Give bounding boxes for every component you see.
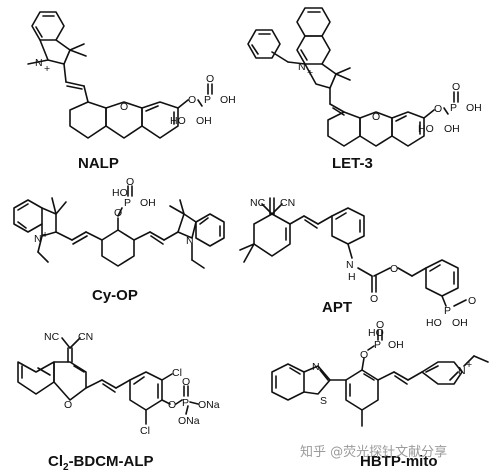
let3-n-atom: N: [298, 61, 306, 73]
apt-nc: NC: [250, 197, 266, 209]
bdcm-o-double: O: [182, 376, 190, 388]
caption-apt: APT: [322, 299, 352, 316]
let3-charge: +: [307, 67, 313, 79]
hbtp-o-link: O: [360, 349, 368, 361]
let3-o-link: O: [434, 103, 442, 115]
cyop-p-atom: P: [124, 197, 131, 209]
apt-o-ester: O: [390, 263, 398, 275]
bdcm-ona-2: ONa: [178, 415, 200, 427]
let3-o-double: O: [452, 81, 460, 93]
let3-oh-1: OH: [466, 102, 482, 114]
bdcm-o-link: O: [168, 399, 176, 411]
let3-p-atom: P: [450, 102, 457, 114]
watermark-text: 知乎 @荧光探针文献分享: [300, 444, 447, 460]
cyop-n-left: N: [34, 233, 42, 245]
apt-n-atom: N: [346, 259, 354, 271]
cyop-charge: +: [42, 229, 48, 241]
caption-let3: LET-3: [332, 155, 373, 172]
caption-cl2-bdcm-alp: Cl2-BDCM-ALP: [48, 453, 154, 473]
apt-cn: CN: [280, 197, 295, 209]
let3-ho: HO: [418, 123, 434, 135]
apt-h-atom: H: [348, 271, 356, 283]
structure-cl2-bdcm-alp: NC CN O Cl Cl O P O ONa ONa Cl2-BDCM-ALP: [17, 331, 220, 473]
nalp-n-atom: N: [35, 57, 43, 69]
structure-cyop: N + N O P O OH HO Cy-OP: [13, 176, 225, 304]
nalp-o-double: O: [206, 73, 214, 85]
bdcm-p-atom: P: [182, 397, 189, 409]
structure-hbtp-mito: S N O P O OH HO N + HBTP-mito: [271, 319, 489, 470]
nalp-oh-2: OH: [196, 115, 212, 127]
caption-nalp: NALP: [78, 155, 119, 172]
bdcm-o-ring: O: [64, 399, 72, 411]
apt-o-double: O: [468, 295, 476, 307]
cyop-o-link: O: [114, 207, 122, 219]
nalp-oh-1: OH: [220, 94, 236, 106]
caption-hbtp-mito: HBTP-mito: [360, 453, 438, 470]
hbtp-o-double: O: [376, 319, 384, 331]
cyop-o-double: O: [126, 176, 134, 188]
bdcm-nc: NC: [44, 331, 60, 343]
caption-cyop: Cy-OP: [92, 287, 138, 304]
let3-oh-2: OH: [444, 123, 460, 135]
nalp-ho: HO: [170, 115, 186, 127]
nalp-o-ring: O: [120, 101, 128, 113]
apt-ho: HO: [426, 317, 442, 329]
structure-apt: NC CN N H O O P O HO OH APT: [239, 197, 476, 329]
structure-nalp: N + O O P O OH HO OH NALP: [27, 11, 236, 172]
hbtp-s-atom: S: [320, 395, 327, 407]
apt-o-carbonyl: O: [370, 293, 378, 305]
apt-oh: OH: [452, 317, 468, 329]
hbtp-charge: +: [466, 359, 472, 371]
hbtp-n-thiazole: N: [312, 361, 320, 373]
hbtp-n-pyridinium: N: [458, 365, 466, 377]
cyop-ho: HO: [112, 187, 128, 199]
let3-o-ring: O: [372, 111, 380, 123]
cyop-n-right: N: [186, 235, 194, 247]
structure-let3: N + O O P O OH HO OH LET-3: [247, 7, 482, 172]
nalp-o-link: O: [188, 94, 196, 106]
cyop-oh-1: OH: [140, 197, 156, 209]
hbtp-oh: OH: [388, 339, 404, 351]
apt-p-atom: P: [444, 305, 451, 317]
bdcm-cl-bottom: Cl: [140, 425, 150, 437]
bdcm-cl-top: Cl: [172, 367, 182, 379]
nalp-p-atom: P: [204, 94, 211, 106]
bdcm-cn: CN: [78, 331, 93, 343]
hbtp-ho: HO: [368, 327, 384, 339]
bdcm-ona-1: ONa: [198, 399, 220, 411]
nalp-charge: +: [44, 63, 50, 75]
hbtp-p-atom: P: [374, 339, 381, 351]
